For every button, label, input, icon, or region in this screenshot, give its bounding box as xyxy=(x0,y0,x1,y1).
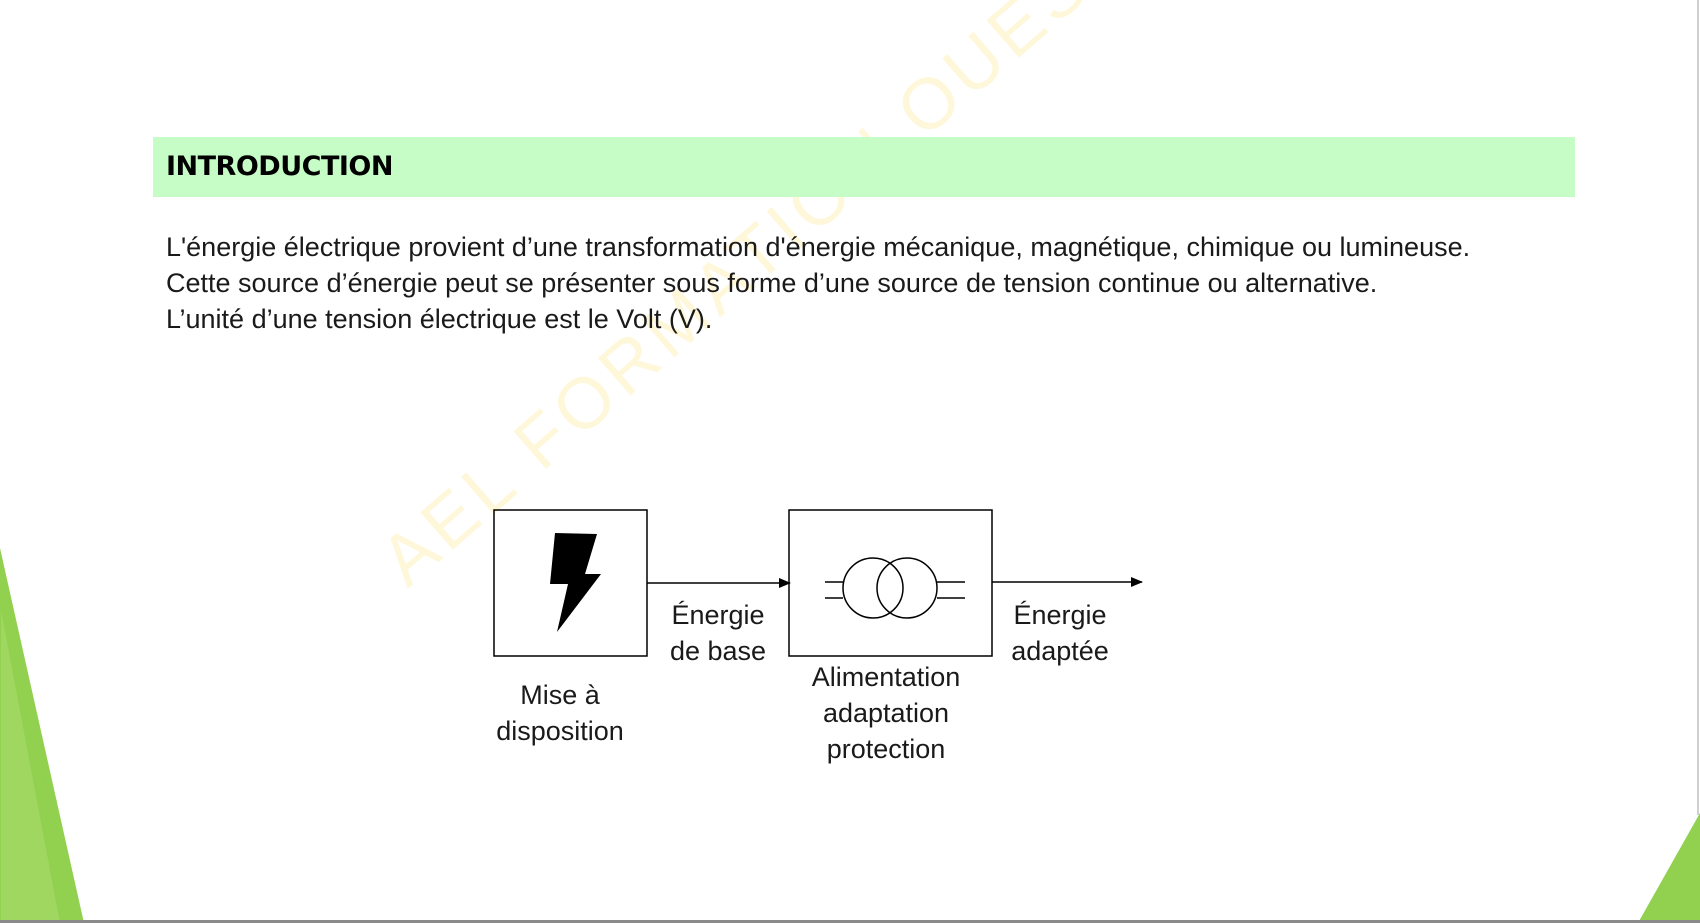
source-label-line-2: disposition xyxy=(496,716,624,746)
left-green-triangle-overlay xyxy=(1,610,60,923)
converter-label-line-2: adaptation xyxy=(822,698,950,728)
transformer-icon xyxy=(825,557,965,619)
link2-label: Énergie adaptée xyxy=(995,597,1125,669)
source-label: Mise à disposition xyxy=(470,677,650,749)
section-title: INTRODUCTION xyxy=(166,151,393,182)
lightning-bolt-icon xyxy=(550,533,601,632)
intro-line-2: Cette source d’énergie peut se présenter… xyxy=(166,268,1378,298)
slide-bottom-border xyxy=(0,920,1700,923)
link2-label-line-2: adaptée xyxy=(1011,636,1109,666)
intro-line-3: L’unité d’une tension électrique est le … xyxy=(166,304,713,334)
converter-label-line-1: Alimentation xyxy=(811,662,961,692)
intro-paragraph: L'énergie électrique provient d’une tran… xyxy=(166,229,1470,337)
link1-label-line-1: Énergie xyxy=(671,600,765,630)
converter-label: Alimentation adaptation protection xyxy=(786,659,986,767)
link1-label: Énergie de base xyxy=(653,597,783,669)
link2-label-line-1: Énergie xyxy=(1013,600,1107,630)
right-green-triangle xyxy=(1638,813,1700,923)
link1-label-line-2: de base xyxy=(669,636,767,666)
source-label-line-1: Mise à xyxy=(520,680,600,710)
section-header-bar: INTRODUCTION xyxy=(153,137,1575,197)
converter-label-line-3: protection xyxy=(826,734,946,764)
converter-box xyxy=(788,509,993,657)
intro-line-1: L'énergie électrique provient d’une tran… xyxy=(166,232,1471,262)
